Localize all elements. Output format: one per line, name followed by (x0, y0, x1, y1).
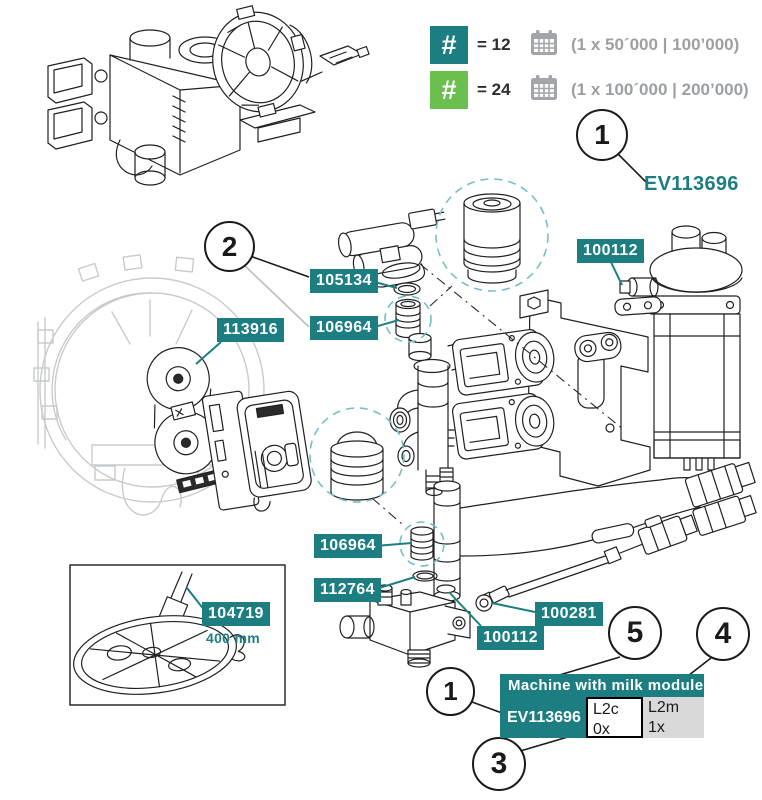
part-badge-104719-note: 400 mm (206, 630, 260, 646)
part-badge-112764: 112764 (314, 578, 381, 602)
milk-table-l2m-value: 1x (648, 718, 665, 736)
hash-teal-swatch: # (430, 26, 468, 64)
temp-sensor-drawing (480, 514, 698, 604)
washer-100281-drawing (475, 594, 493, 612)
legend-row-24: # = 24 (1 x 100´000 | 200’000) (430, 71, 749, 109)
hash-green-swatch: # (430, 71, 468, 109)
calendar-icon (529, 29, 559, 62)
heater-cartridge-drawing (433, 461, 757, 602)
inlet-solenoid-drawing (337, 208, 446, 288)
calendar-icon (529, 74, 559, 107)
callout-1-top: 1 (576, 109, 628, 161)
drainage-inset-drawing (69, 564, 286, 706)
oring-105134-drawing (393, 282, 421, 296)
part-badge-105134: 105134 (310, 269, 378, 293)
milk-table-title: Machine with milk module (500, 674, 704, 697)
milk-table-code: EV113696 (500, 697, 586, 738)
part-badge-100281: 100281 (535, 602, 603, 626)
callout-5: 5 (608, 606, 662, 660)
valve-assembly-drawing (47, 29, 370, 186)
milk-table-l2c-value: 0x (593, 720, 610, 738)
part-badge-104719: 104719 (202, 602, 270, 626)
part-badge-106964-lower: 106964 (314, 534, 382, 558)
part-badge-113916: 113916 (217, 318, 284, 342)
ev-reference-code: EV113696 (644, 173, 739, 195)
fitting-106964-lower-drawing (410, 526, 434, 561)
outlet-valve-drawing (339, 584, 471, 668)
magnifier-circle-fitting-upper (384, 295, 432, 343)
milk-table-col-l2c: L2c 0x (586, 697, 643, 738)
legend-row-12: # = 12 (1 x 50´000 | 100’000) (430, 26, 749, 64)
valve-bracket-drawing (451, 289, 651, 487)
milk-table-l2c-label: L2c (593, 701, 619, 718)
callout-2: 2 (204, 221, 255, 272)
heating-plate-drawing (146, 347, 222, 494)
pump-module-drawing (201, 390, 312, 512)
callout-1-table: 1 (426, 667, 475, 716)
milk-table-col-l2m: L2m 1x (643, 697, 704, 738)
magnifier-circle-piston (435, 178, 549, 292)
dash-dot-lines (371, 263, 625, 525)
callout-3: 3 (472, 737, 526, 791)
legend-interval-12: (1 x 50´000 | 100’000) (571, 35, 740, 54)
milk-table-l2m-label: L2m (648, 699, 680, 716)
dome-piston-detail-drawing (330, 431, 384, 501)
brewer-unit-drawing (212, 5, 313, 118)
oring-100112-lower-drawing (436, 584, 456, 594)
milk-module-table: Machine with milk module EV113696 L2c 0x… (500, 674, 704, 738)
part-badge-100112-lower: 100112 (477, 626, 544, 650)
legend-interval-24: (1 x 100´000 | 200’000) (571, 80, 749, 99)
fitting-106964-upper-drawing (395, 298, 421, 339)
part-badge-106964-upper: 106964 (310, 316, 378, 340)
magnifier-circle-dome (309, 407, 405, 503)
service-interval-legend: # = 12 (1 x 50´000 | 100’000) # = 24 (430, 26, 749, 116)
magnifier-circles (309, 178, 549, 567)
legend-count-12: = 12 (477, 35, 511, 54)
pump-drawing (614, 225, 743, 471)
piston-detail-drawing (463, 193, 521, 284)
callout-4: 4 (696, 607, 750, 661)
oring-112764-drawing (412, 570, 438, 582)
machine-frame-drawing (33, 254, 301, 516)
legend-count-24: = 24 (477, 80, 511, 99)
part-badge-100112-upper: 100112 (577, 239, 644, 263)
magnifier-circle-fitting-lower (399, 521, 445, 567)
